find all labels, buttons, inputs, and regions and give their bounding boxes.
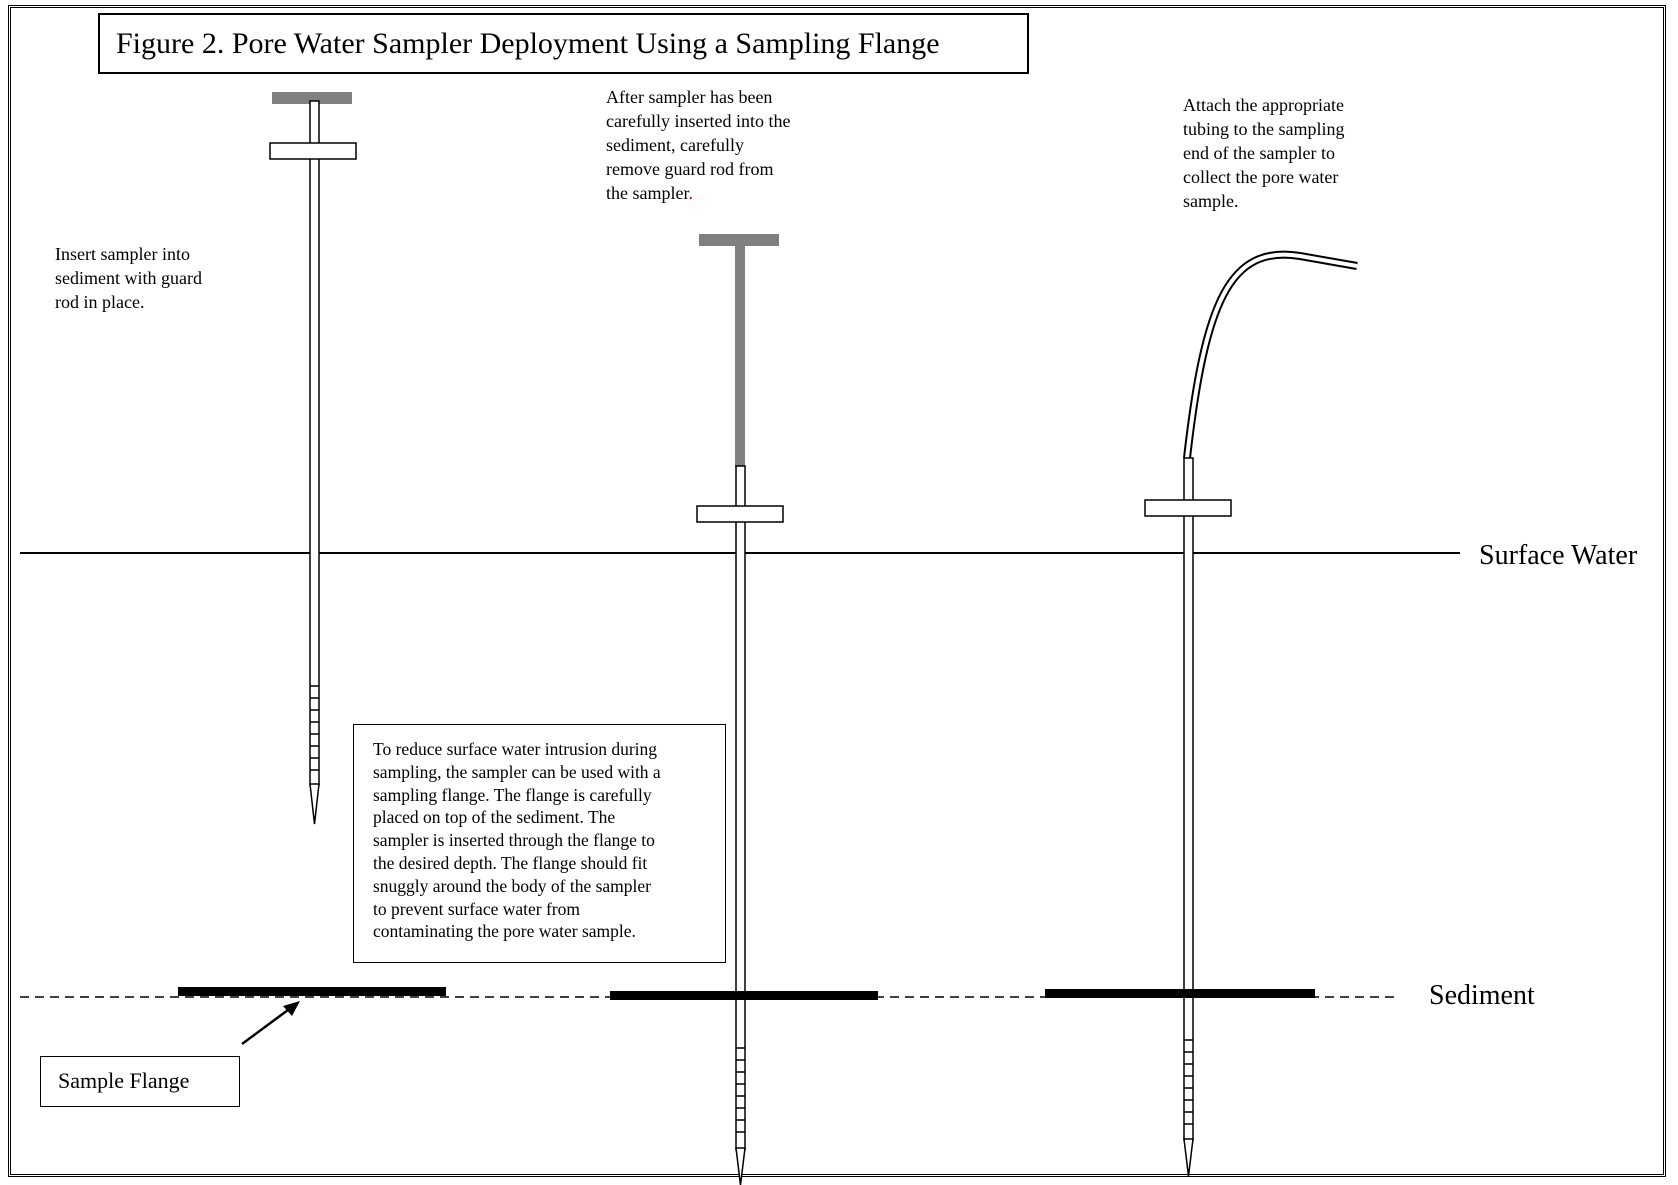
- sampler-tip: [309, 783, 320, 825]
- note-line: sample.: [1183, 191, 1239, 211]
- note-line: Attach the appropriate: [1183, 95, 1344, 115]
- sampling-tubing: [1183, 250, 1358, 459]
- note-attach-tubing: Attach the appropriate tubing to the sam…: [1183, 93, 1345, 213]
- note-insert-sampler: Insert sampler into sediment with guard …: [55, 242, 202, 314]
- flange-pointer-arrow: [241, 1001, 300, 1046]
- note-line: sediment, carefully: [606, 135, 744, 155]
- sampling-ports: [310, 685, 319, 771]
- callout-line: snuggly around the body of the sampler: [373, 875, 652, 896]
- note-line: After sampler has been: [606, 87, 773, 107]
- sampler-3: [1144, 250, 1358, 1177]
- callout-line: To reduce surface water intrusion during: [373, 739, 658, 759]
- sampler-body: [1183, 457, 1194, 1141]
- note-line: remove guard rod from: [606, 159, 774, 179]
- callout-line: placed on top of the sediment. The: [373, 807, 616, 828]
- sampler-1: [269, 92, 357, 825]
- note-period: .: [688, 183, 693, 203]
- sediment-label: Sediment: [1429, 980, 1535, 1011]
- sampler-tip: [1183, 1138, 1194, 1177]
- sampler-collar: [696, 505, 784, 523]
- guard-rod-shaft: [735, 244, 745, 467]
- note-line: end of the sampler to: [1183, 143, 1335, 163]
- sampler-tip: [735, 1147, 746, 1185]
- callout-line: to prevent surface water from: [373, 898, 580, 919]
- flange-explanation-box: To reduce surface water intrusion during…: [353, 724, 726, 963]
- guard-rod-handle: [272, 92, 352, 104]
- sample-flange-label: Sample Flange: [40, 1056, 240, 1107]
- note-line-text: the sampler: [606, 183, 689, 203]
- sampler-2: [696, 234, 784, 1185]
- callout-line: sampling flange. The flange is carefully: [373, 784, 652, 805]
- callout-line: sampling, the sampler can be used with a: [373, 761, 661, 782]
- sampling-ports: [1184, 1039, 1193, 1125]
- sample-flange-2: [610, 991, 878, 1000]
- surface-water-label: Surface Water: [1479, 540, 1638, 571]
- figure-title: Figure 2. Pore Water Sampler Deployment …: [98, 13, 1029, 74]
- sampler-collar: [1144, 499, 1232, 517]
- note-line: sediment with guard: [55, 268, 202, 288]
- page-frame: [8, 5, 1666, 1177]
- note-remove-guard-rod: After sampler has been carefully inserte…: [606, 85, 790, 205]
- guard-rod-handle: [699, 234, 779, 246]
- callout-line: the desired depth. The flange should fit: [373, 852, 648, 873]
- sample-flange-1: [178, 987, 446, 996]
- sampling-ports: [736, 1047, 745, 1133]
- note-line: rod in place.: [55, 292, 145, 312]
- note-line: collect the pore water: [1183, 167, 1339, 187]
- note-line: carefully inserted into the: [606, 111, 791, 131]
- note-line: tubing to the sampling: [1183, 119, 1345, 139]
- sample-flange-3: [1045, 989, 1315, 998]
- sampler-collar: [269, 142, 357, 160]
- callout-line: sampler is inserted through the flange t…: [373, 830, 655, 851]
- note-line: Insert sampler into: [55, 244, 190, 264]
- sampler-body: [309, 100, 320, 786]
- callout-line: contaminating the pore water sample.: [373, 921, 636, 942]
- note-line: the sampler.: [606, 181, 790, 205]
